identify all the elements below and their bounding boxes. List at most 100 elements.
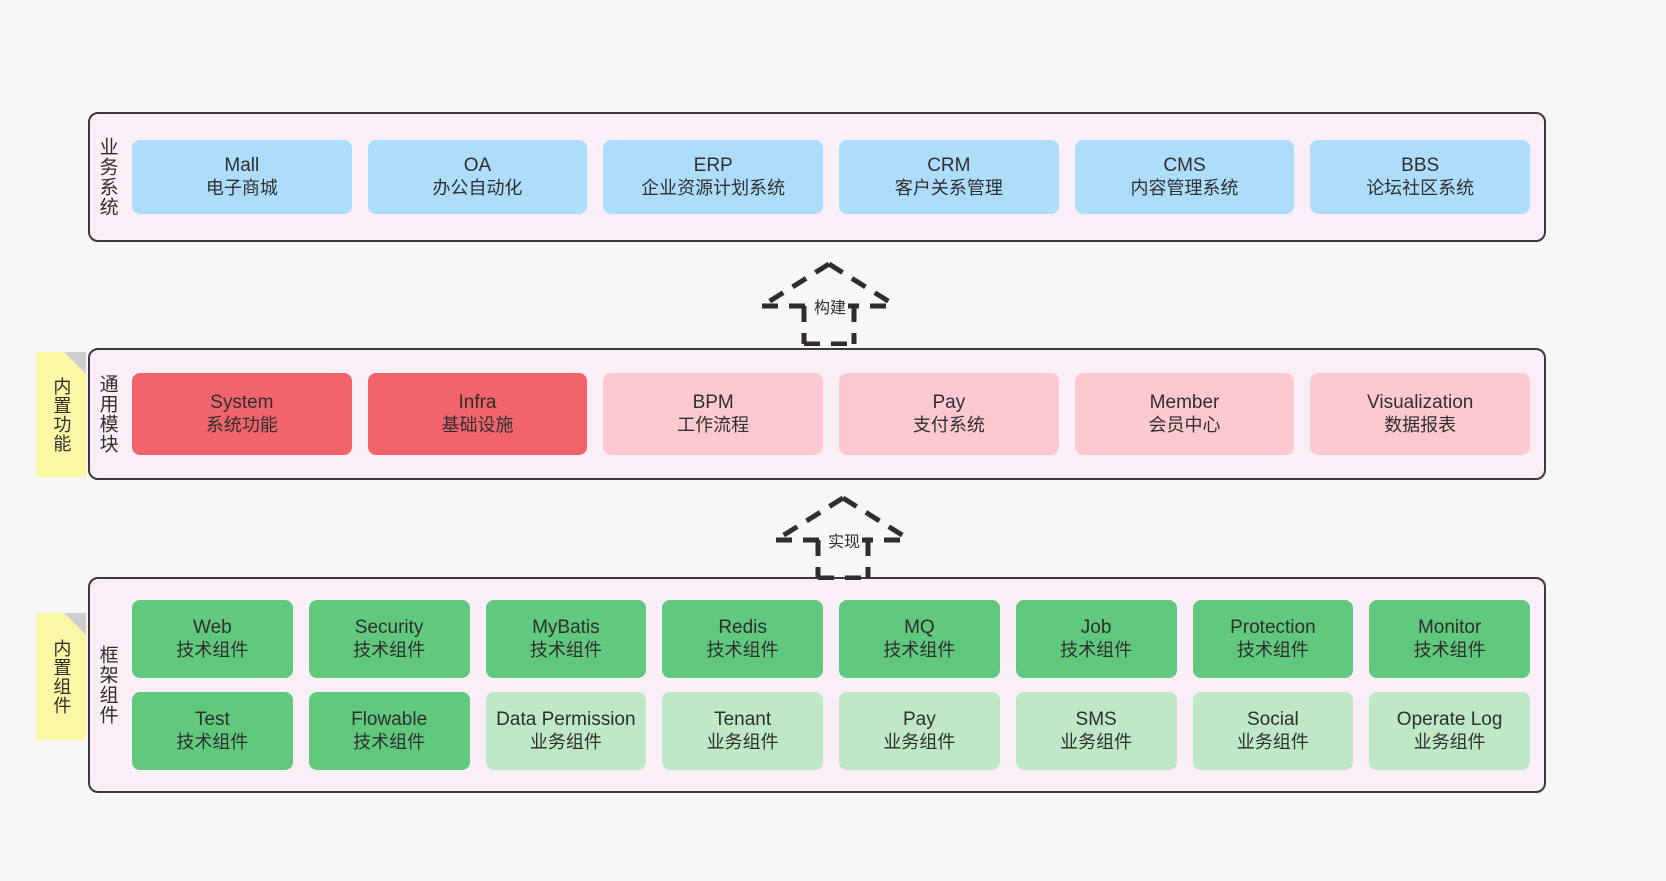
module-box-system[interactable]: System 系统功能: [132, 373, 352, 455]
box-subtitle: 技术组件: [176, 732, 249, 753]
note-builtin-components: 内置组件: [36, 613, 86, 740]
framework-business-row: Test 技术组件 Flowable 技术组件 Data Permission …: [132, 692, 1530, 770]
business-box-crm[interactable]: CRM 客户关系管理: [839, 140, 1059, 214]
business-box-bbs[interactable]: BBS 论坛社区系统: [1310, 140, 1531, 214]
box-subtitle: 技术组件: [1060, 640, 1133, 661]
box-subtitle: 会员中心: [1148, 415, 1221, 436]
box-title: BBS: [1401, 154, 1440, 176]
framework-tech-row: Web 技术组件 Security 技术组件 MyBatis 技术组件 Redi…: [132, 600, 1530, 678]
box-subtitle: 业务组件: [529, 732, 602, 753]
box-subtitle: 企业资源计划系统: [641, 178, 786, 199]
box-subtitle: 技术组件: [706, 640, 779, 661]
box-title: Tenant: [714, 708, 772, 730]
box-title: Job: [1080, 616, 1112, 638]
box-subtitle: 基础设施: [441, 415, 514, 436]
box-title: System: [210, 391, 274, 413]
box-title: Redis: [718, 616, 767, 638]
framework-box-flowable[interactable]: Flowable 技术组件: [308, 692, 470, 770]
box-title: Mall: [224, 154, 260, 176]
section-business-systems-label: 业务系统: [96, 137, 118, 217]
box-subtitle: 支付系统: [912, 415, 985, 436]
box-title: Pay: [903, 708, 936, 730]
connector-implement-label: 实现: [826, 528, 863, 552]
box-subtitle: 业务组件: [1060, 732, 1133, 753]
box-title: Infra: [458, 391, 497, 413]
section-business-systems-body: Mall 电子商城 OA 办公自动化 ERP 企业资源计划系统 CRM 客户关系…: [124, 114, 1544, 240]
box-title: Visualization: [1367, 391, 1474, 413]
box-subtitle: 技术组件: [353, 640, 426, 661]
box-subtitle: 电子商城: [205, 178, 278, 199]
box-title: Security: [354, 616, 424, 638]
box-title: Protection: [1230, 616, 1316, 638]
box-title: Member: [1149, 391, 1220, 413]
box-title: BPM: [692, 391, 734, 413]
box-title: MQ: [904, 616, 935, 638]
note-fold-corner-icon: [64, 613, 86, 635]
framework-box-mybatis[interactable]: MyBatis 技术组件: [485, 600, 647, 678]
business-box-erp[interactable]: ERP 企业资源计划系统: [603, 140, 824, 214]
connector-build-label: 构建: [812, 294, 849, 318]
box-subtitle: 工作流程: [677, 415, 750, 436]
section-framework-components-body: Web 技术组件 Security 技术组件 MyBatis 技术组件 Redi…: [124, 579, 1544, 791]
framework-box-protection[interactable]: Protection 技术组件: [1192, 600, 1354, 678]
box-subtitle: 技术组件: [353, 732, 426, 753]
framework-box-data-permission[interactable]: Data Permission 业务组件: [485, 692, 647, 770]
box-title: OA: [463, 154, 492, 176]
module-box-pay[interactable]: Pay 支付系统: [839, 373, 1059, 455]
common-modules-row: System 系统功能 Infra 基础设施 BPM 工作流程 Pay 支付系统…: [132, 373, 1531, 455]
box-title: SMS: [1075, 708, 1117, 730]
note-fold-corner-icon: [64, 352, 86, 374]
framework-box-social[interactable]: Social 业务组件: [1192, 692, 1354, 770]
box-subtitle: 业务组件: [706, 732, 779, 753]
box-subtitle: 业务组件: [1413, 732, 1486, 753]
box-subtitle: 技术组件: [883, 640, 956, 661]
box-subtitle: 技术组件: [1413, 640, 1486, 661]
box-subtitle: 技术组件: [1236, 640, 1309, 661]
box-title: Data Permission: [496, 708, 636, 730]
module-box-bpm[interactable]: BPM 工作流程: [603, 373, 824, 455]
framework-box-monitor[interactable]: Monitor 技术组件: [1369, 600, 1530, 678]
framework-box-security[interactable]: Security 技术组件: [308, 600, 470, 678]
framework-box-redis[interactable]: Redis 技术组件: [662, 600, 823, 678]
framework-box-mq[interactable]: MQ 技术组件: [839, 600, 1000, 678]
box-subtitle: 技术组件: [529, 640, 602, 661]
section-common-modules: 通用模块 System 系统功能 Infra 基础设施 BPM 工作流程 Pay…: [88, 348, 1546, 480]
framework-box-test[interactable]: Test 技术组件: [132, 692, 293, 770]
box-title: Social: [1247, 708, 1299, 730]
box-title: CMS: [1163, 154, 1206, 176]
section-business-systems: 业务系统 Mall 电子商城 OA 办公自动化 ERP 企业资源计划系统 CRM…: [88, 112, 1546, 242]
framework-box-job[interactable]: Job 技术组件: [1015, 600, 1177, 678]
box-subtitle: 数据报表: [1384, 415, 1457, 436]
section-framework-components-label: 框架组件: [96, 645, 118, 725]
box-title: MyBatis: [532, 616, 600, 638]
business-box-cms[interactable]: CMS 内容管理系统: [1074, 140, 1295, 214]
box-title: Operate Log: [1396, 708, 1503, 730]
box-subtitle: 客户关系管理: [894, 178, 1003, 199]
framework-box-pay[interactable]: Pay 业务组件: [839, 692, 1000, 770]
module-box-infra[interactable]: Infra 基础设施: [367, 373, 588, 455]
box-subtitle: 业务组件: [1236, 732, 1309, 753]
framework-box-web[interactable]: Web 技术组件: [132, 600, 293, 678]
box-subtitle: 论坛社区系统: [1366, 178, 1475, 199]
framework-box-sms[interactable]: SMS 业务组件: [1015, 692, 1177, 770]
box-subtitle: 技术组件: [176, 640, 249, 661]
box-title: Flowable: [351, 708, 428, 730]
module-box-visualization[interactable]: Visualization 数据报表: [1310, 373, 1531, 455]
box-subtitle: 系统功能: [205, 415, 278, 436]
section-common-modules-label: 通用模块: [96, 374, 118, 454]
section-framework-components: 框架组件 Web 技术组件 Security 技术组件 MyBatis 技术组件…: [88, 577, 1546, 793]
box-subtitle: 办公自动化: [432, 178, 523, 199]
module-box-member[interactable]: Member 会员中心: [1074, 373, 1295, 455]
note-label: 内置功能: [51, 376, 72, 453]
framework-box-operate-log[interactable]: Operate Log 业务组件: [1369, 692, 1530, 770]
framework-box-tenant[interactable]: Tenant 业务组件: [662, 692, 823, 770]
business-box-mall[interactable]: Mall 电子商城: [132, 140, 352, 214]
note-label: 内置组件: [51, 638, 72, 715]
business-systems-row: Mall 电子商城 OA 办公自动化 ERP 企业资源计划系统 CRM 客户关系…: [132, 140, 1531, 214]
business-box-oa[interactable]: OA 办公自动化: [367, 140, 588, 214]
box-title: Monitor: [1417, 616, 1482, 638]
box-title: CRM: [927, 154, 971, 176]
section-common-modules-body: System 系统功能 Infra 基础设施 BPM 工作流程 Pay 支付系统…: [124, 350, 1544, 478]
box-title: ERP: [693, 154, 733, 176]
